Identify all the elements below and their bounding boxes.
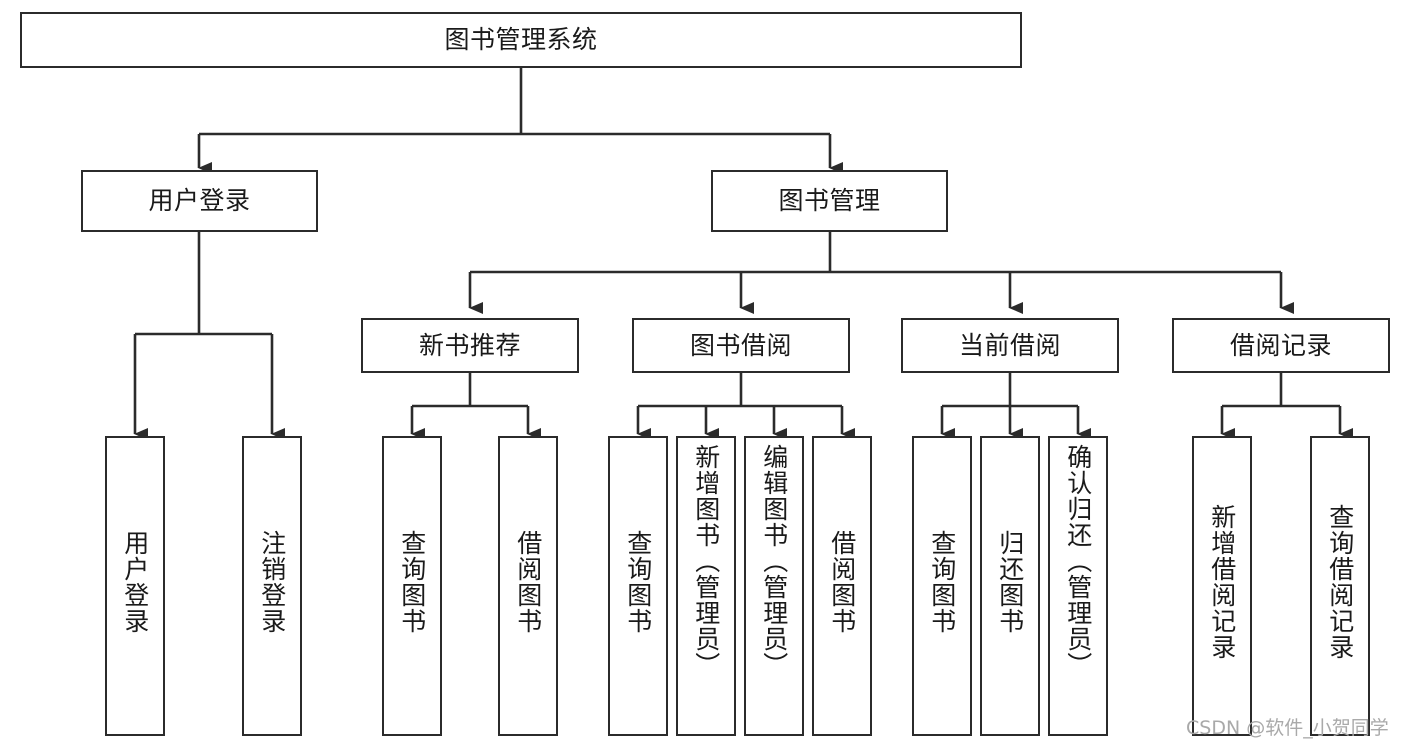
leaf-current-query-book-label: 查询图书 bbox=[927, 530, 957, 634]
leaf-borrow-query-book[interactable]: 查询图书 bbox=[608, 436, 668, 736]
node-book-management-label: 图书管理 bbox=[778, 186, 881, 215]
leaf-recommend-query-book[interactable]: 查询图书 bbox=[382, 436, 442, 736]
leaf-current-confirm-return[interactable]: 确认归还（管理员） bbox=[1048, 436, 1108, 736]
node-user-login-label: 用户登录 bbox=[148, 186, 251, 215]
node-borrow-record-label: 借阅记录 bbox=[1229, 330, 1332, 360]
leaf-current-query-book[interactable]: 查询图书 bbox=[912, 436, 972, 736]
leaf-user-login-signout[interactable]: 注销登录 bbox=[242, 436, 302, 736]
node-book-borrow[interactable]: 图书借阅 bbox=[632, 318, 850, 373]
leaf-user-login-signout-label: 注销登录 bbox=[257, 530, 287, 634]
leaf-current-confirm-return-label: 确认归还（管理员） bbox=[1063, 444, 1093, 678]
node-book-management[interactable]: 图书管理 bbox=[711, 170, 948, 232]
leaf-borrow-add-book-label: 新增图书（管理员） bbox=[691, 444, 721, 678]
leaf-recommend-borrow-book[interactable]: 借阅图书 bbox=[498, 436, 558, 736]
leaf-borrow-edit-book-label: 编辑图书（管理员） bbox=[759, 444, 789, 678]
node-root[interactable]: 图书管理系统 bbox=[20, 12, 1022, 68]
node-new-book-recommend-label: 新书推荐 bbox=[418, 330, 521, 360]
node-new-book-recommend[interactable]: 新书推荐 bbox=[361, 318, 579, 373]
leaf-borrow-query-book-label: 查询图书 bbox=[623, 530, 653, 634]
leaf-borrow-borrow-book-label: 借阅图书 bbox=[827, 530, 857, 634]
leaf-borrow-add-book[interactable]: 新增图书（管理员） bbox=[676, 436, 736, 736]
leaf-record-add-record[interactable]: 新增借阅记录 bbox=[1192, 436, 1252, 736]
node-current-borrow-label: 当前借阅 bbox=[958, 330, 1061, 360]
leaf-user-login-signin[interactable]: 用户登录 bbox=[105, 436, 165, 736]
leaf-recommend-borrow-book-label: 借阅图书 bbox=[513, 530, 543, 634]
leaf-borrow-edit-book[interactable]: 编辑图书（管理员） bbox=[744, 436, 804, 736]
leaf-user-login-signin-label: 用户登录 bbox=[120, 530, 150, 634]
node-current-borrow[interactable]: 当前借阅 bbox=[901, 318, 1119, 373]
leaf-record-query-record[interactable]: 查询借阅记录 bbox=[1310, 436, 1370, 736]
leaf-recommend-query-book-label: 查询图书 bbox=[397, 530, 427, 634]
node-root-label: 图书管理系统 bbox=[444, 25, 598, 54]
csdn-watermark: CSDN @软件_小贺同学 bbox=[1186, 717, 1389, 739]
node-book-borrow-label: 图书借阅 bbox=[689, 330, 792, 360]
leaf-record-query-record-label: 查询借阅记录 bbox=[1325, 504, 1355, 660]
leaf-record-add-record-label: 新增借阅记录 bbox=[1207, 504, 1237, 660]
node-user-login[interactable]: 用户登录 bbox=[81, 170, 318, 232]
leaf-current-return-book-label: 归还图书 bbox=[995, 530, 1025, 634]
leaf-current-return-book[interactable]: 归还图书 bbox=[980, 436, 1040, 736]
node-borrow-record[interactable]: 借阅记录 bbox=[1172, 318, 1390, 373]
leaf-borrow-borrow-book[interactable]: 借阅图书 bbox=[812, 436, 872, 736]
